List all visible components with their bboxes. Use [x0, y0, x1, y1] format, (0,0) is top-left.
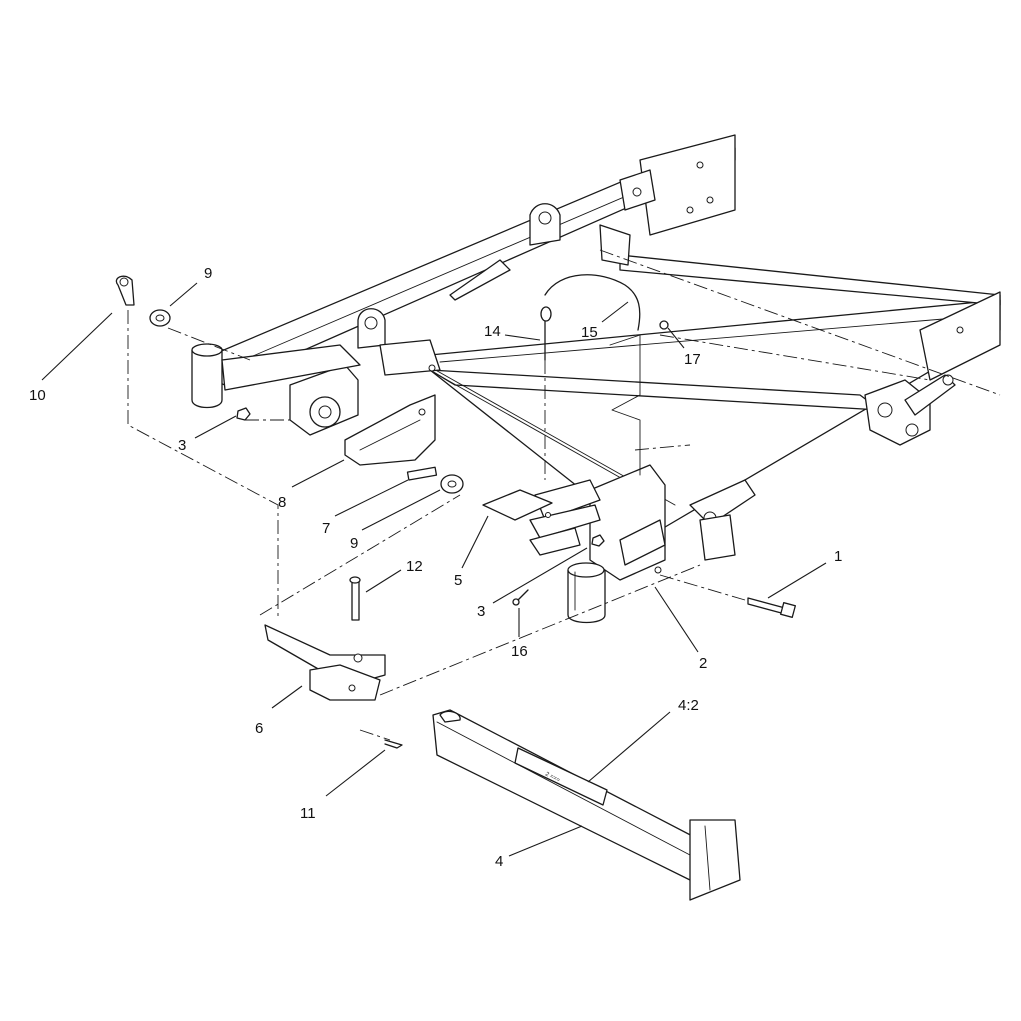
callout-3-upper: 3: [178, 437, 186, 454]
clip-11: [384, 739, 403, 749]
callout-14: 14: [484, 323, 501, 340]
bolt-7: [406, 466, 438, 481]
callouts: 1 2 3 3 4 4:2 5 6 7 8 9 9 10 11 12 14 15…: [29, 265, 842, 870]
callout-5: 5: [454, 572, 462, 589]
callout-8: 8: [278, 494, 286, 511]
callout-16: 16: [511, 643, 528, 660]
callout-9-upper: 9: [204, 265, 212, 282]
callout-12: 12: [406, 558, 423, 575]
bolt-16: [512, 589, 529, 606]
nut-3-upper: [236, 407, 251, 421]
callout-3-lower: 3: [477, 603, 485, 620]
rod-and-cable: [540, 274, 669, 476]
bracket-6: [264, 624, 386, 701]
leader-lines: [41, 282, 827, 857]
bolt-1: [747, 597, 796, 618]
callout-11: 11: [300, 805, 316, 822]
callout-17: 17: [684, 351, 701, 368]
callout-1: 1: [834, 548, 842, 565]
center-lines: [127, 249, 1001, 741]
callout-7: 7: [322, 520, 330, 537]
callout-6: 6: [255, 720, 263, 737]
hitch-bar-4: 2 ===: [432, 709, 741, 901]
washer-9-lower: [440, 474, 464, 494]
plate-5: [482, 489, 553, 521]
bracket-8: [344, 394, 436, 466]
pin-12: [349, 576, 361, 621]
callout-2: 2: [699, 655, 707, 672]
callout-4-2: 4:2: [678, 697, 699, 714]
callout-10: 10: [29, 387, 46, 404]
washer-9-upper: [149, 309, 171, 327]
nut-3-lower: [591, 534, 605, 547]
callout-9-lower: 9: [350, 535, 358, 552]
chassis-frame: [191, 134, 1001, 624]
callout-15: 15: [581, 324, 598, 341]
callout-4: 4: [495, 853, 503, 870]
pin-10: [115, 275, 135, 306]
